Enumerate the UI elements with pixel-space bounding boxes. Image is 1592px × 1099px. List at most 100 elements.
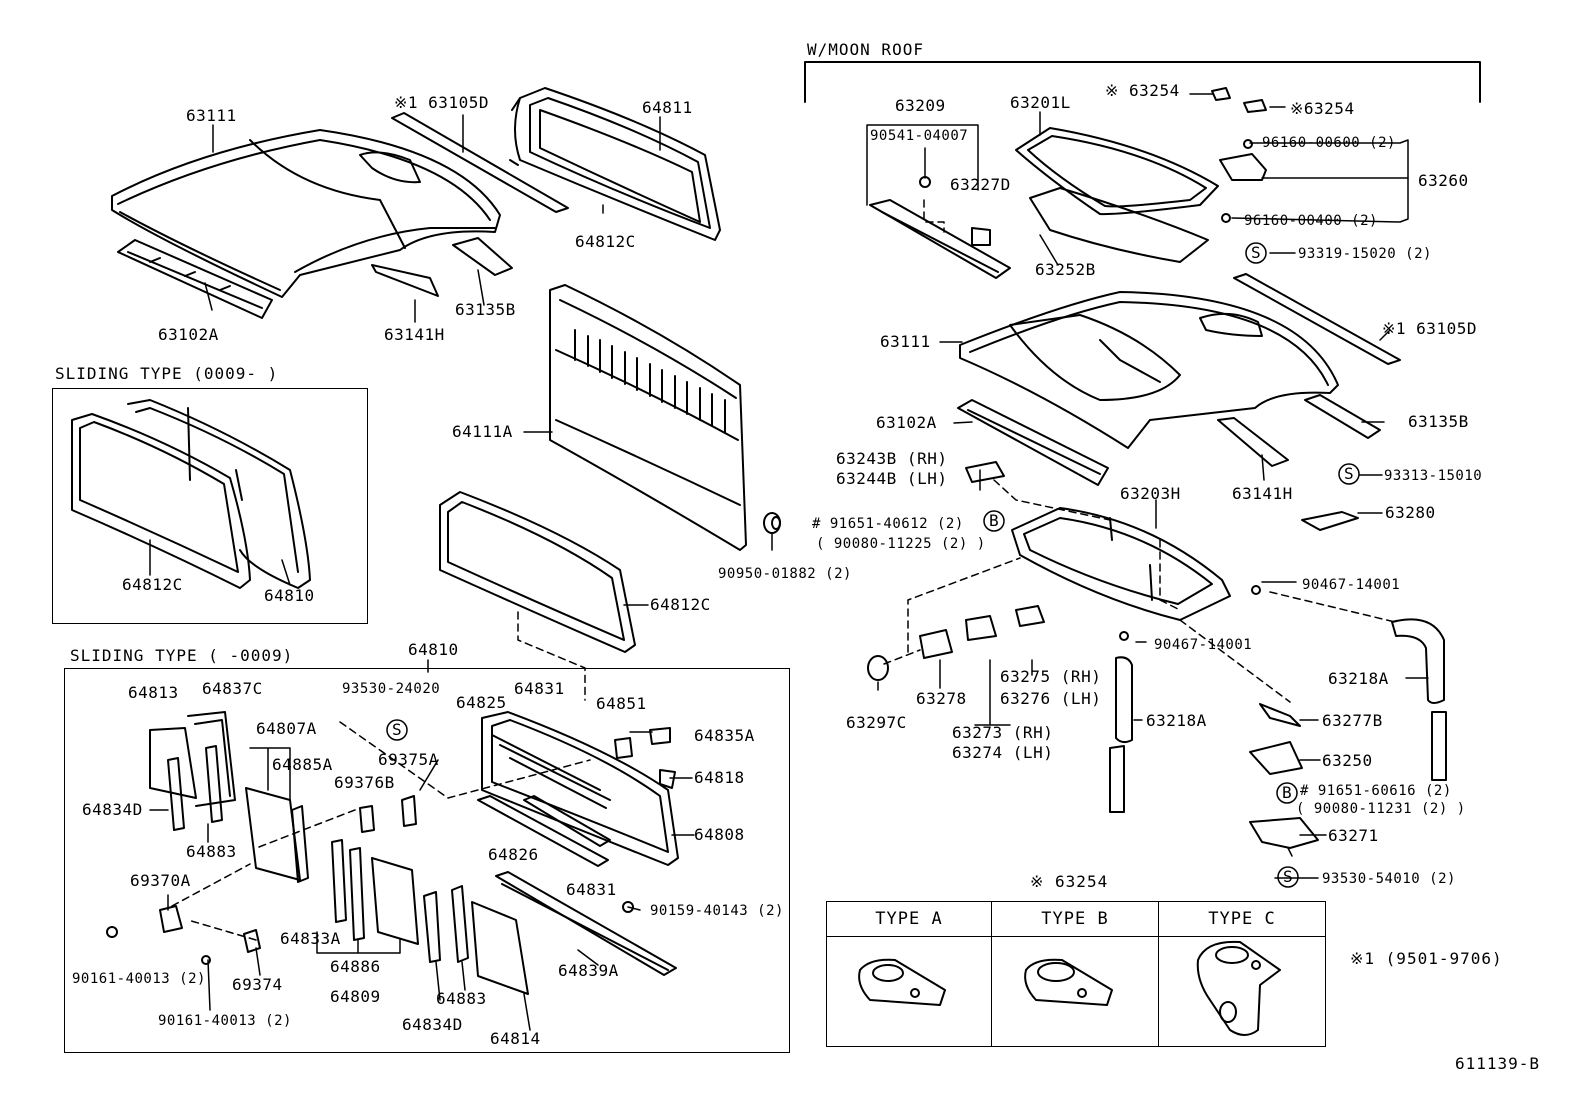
sliding-type-lower-box: [64, 668, 790, 1053]
part-label: 63141H: [1232, 484, 1293, 503]
grommet-90950: [763, 512, 781, 534]
type-b-label: TYPE B: [1041, 909, 1109, 929]
part-label: 63260: [1418, 171, 1469, 190]
part-label: 64811: [642, 98, 693, 117]
sunroof-glass-63201l: [1015, 127, 1219, 263]
part-label: ※1 63105D: [1382, 319, 1477, 338]
part-label: 64810: [264, 586, 315, 605]
part-label: 90467-14001: [1154, 637, 1253, 653]
part-label: 64813: [128, 683, 179, 702]
leader-lines: [149, 93, 1429, 1031]
part-label: 64825: [456, 693, 507, 712]
part-label: 63274 (LH): [952, 743, 1054, 762]
sliding-window-upper: [71, 399, 311, 589]
part-label: 64814: [490, 1029, 541, 1048]
marker-s: S: [1344, 464, 1355, 483]
part-label: 64809: [330, 987, 381, 1006]
marker-s: S: [1251, 243, 1262, 262]
part-label: 64812C: [122, 575, 183, 594]
part-label: 64834D: [402, 1015, 463, 1034]
part-label: 90467-14001: [1302, 577, 1401, 593]
marker-s: S: [392, 720, 403, 739]
type-table-title: ※ 63254: [1030, 872, 1109, 891]
part-label: ※1 63105D: [394, 93, 489, 112]
part-label: 63280: [1385, 503, 1436, 522]
note-1: ※1 (9501-9706): [1350, 949, 1503, 968]
part-label: 64831: [566, 880, 617, 899]
part-label: ( 90080-11225 (2) ): [816, 536, 986, 552]
part-label: 63278: [916, 689, 967, 708]
part-label: 64886: [330, 957, 381, 976]
type-c-part: [1196, 940, 1281, 1036]
part-label: 93319-15020 (2): [1298, 246, 1432, 262]
part-label: 64818: [694, 768, 745, 787]
part-label: 63275 (RH): [1000, 667, 1102, 686]
part-label: 63135B: [1408, 412, 1469, 431]
part-label: 69375A: [378, 750, 439, 769]
window-pieces: [106, 711, 676, 995]
part-label: 69370A: [130, 871, 191, 890]
part-label: 63250: [1322, 751, 1373, 770]
part-label: 90161-40013 (2): [72, 971, 206, 987]
part-label: # 91651-40612 (2): [812, 516, 964, 532]
part-label: 64851: [596, 694, 647, 713]
part-label: 90541-04007: [870, 128, 969, 144]
roof-trim-63105d-left: [391, 112, 569, 213]
part-label: 90161-40013 (2): [158, 1013, 292, 1029]
part-label: 63209: [895, 96, 946, 115]
figure-number: 611139-B: [1455, 1054, 1541, 1073]
part-label: 63102A: [158, 325, 219, 344]
roof-panel-left: [111, 129, 501, 298]
part-label: 64883: [436, 989, 487, 1008]
sunroof-frame-63203h: [1011, 507, 1231, 621]
type-b-part: [1024, 958, 1113, 1006]
part-label: 63243B (RH): [836, 449, 948, 468]
part-label: 64807A: [256, 719, 317, 738]
part-label: 63218A: [1146, 711, 1207, 730]
part-label: # 91651-60616 (2): [1300, 783, 1452, 799]
part-label: 64808: [694, 825, 745, 844]
type-table-col-divider-1: [991, 901, 992, 1047]
part-label: 64826: [488, 845, 539, 864]
part-label: 64835A: [694, 726, 755, 745]
type-table-header-row: [826, 901, 1326, 937]
part-label: 64837C: [202, 679, 263, 698]
part-label: 63244B (LH): [836, 469, 948, 488]
frame-parts: [867, 461, 1447, 849]
roof-rail-63141h-right: [1217, 417, 1289, 467]
part-label: 64885A: [272, 755, 333, 774]
roof-panel-right: [959, 291, 1339, 449]
type-a-part: [858, 958, 946, 1006]
part-label: 63201L: [1010, 93, 1071, 112]
part-label: 64839A: [558, 961, 619, 980]
type-c-label: TYPE C: [1208, 909, 1276, 929]
type-table-col-divider-2: [1158, 901, 1159, 1047]
part-label: 93313-15010: [1384, 468, 1483, 484]
sliding-type-lower-header: SLIDING TYPE ( -0009): [70, 646, 294, 665]
marker-b: B: [989, 511, 1000, 530]
moon-roof-bracket: [804, 61, 1481, 103]
roof-rail-63135b-right: [1304, 394, 1381, 439]
part-label: 63273 (RH): [952, 723, 1054, 742]
roof-rail-63141h: [371, 264, 439, 297]
part-label: 63111: [880, 332, 931, 351]
part-label: 64834D: [82, 800, 143, 819]
part-label: ※63254: [1290, 99, 1355, 118]
part-label: 63271: [1328, 826, 1379, 845]
roof-rail-63102a: [117, 239, 273, 319]
part-label: 64810: [408, 640, 459, 659]
part-label: 69374: [232, 975, 283, 994]
part-label: 63218A: [1328, 669, 1389, 688]
part-label: 96160-00600 (2): [1262, 135, 1396, 151]
part-label: 90950-01882 (2): [718, 566, 852, 582]
sliding-type-upper-header: SLIDING TYPE (0009- ): [55, 364, 279, 383]
roof-rail-63135b: [452, 237, 513, 276]
type-a-label: TYPE A: [875, 909, 943, 929]
sliding-type-upper-box: [52, 388, 368, 624]
part-label: 64812C: [650, 595, 711, 614]
part-label: 69376B: [334, 773, 395, 792]
part-label: 63297C: [846, 713, 907, 732]
small-parts-moonroof: [1211, 87, 1267, 223]
part-label: 96160-00400 (2): [1244, 213, 1378, 229]
